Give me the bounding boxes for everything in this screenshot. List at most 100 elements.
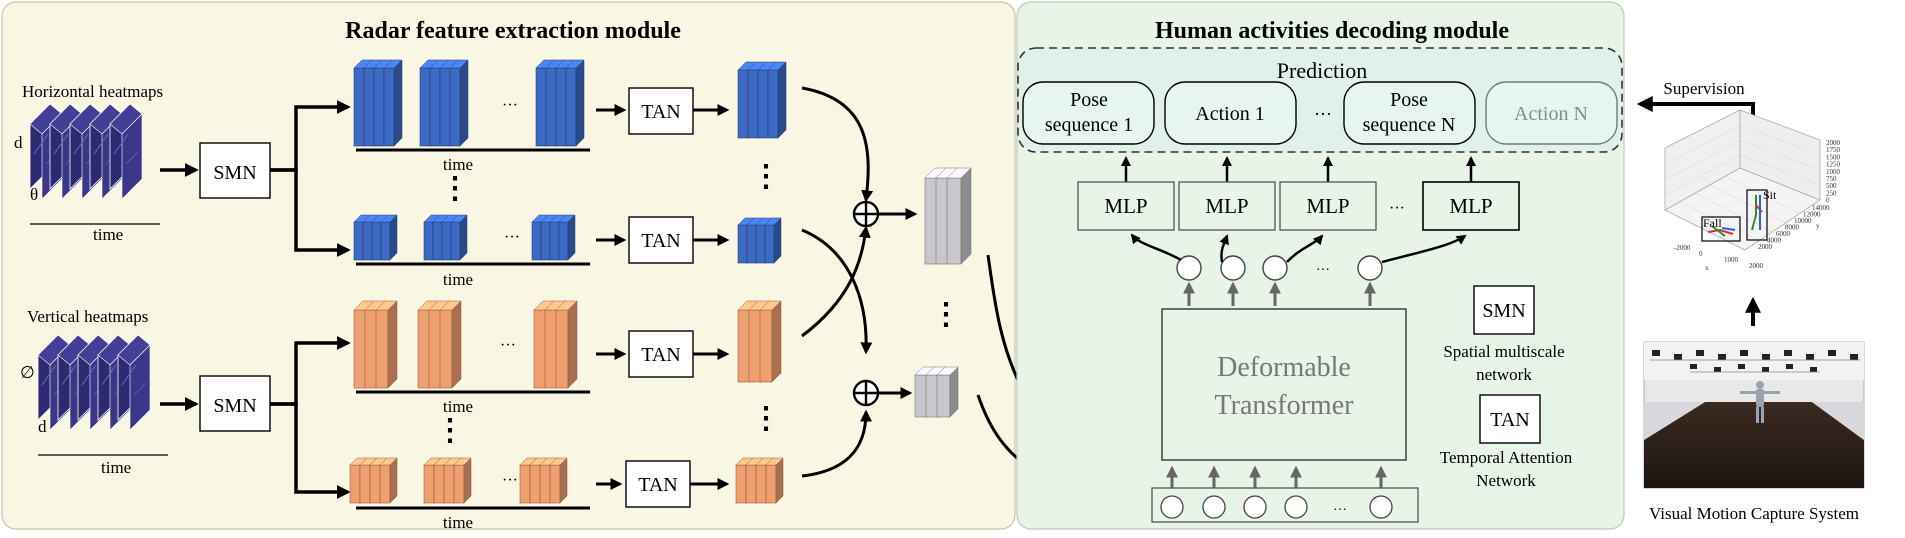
plot-z-tick: 250 [1826, 189, 1837, 197]
feature-map-slab [379, 457, 398, 504]
orange-feature-maps-small [349, 457, 568, 504]
blue-feature-maps-large [353, 59, 585, 147]
plot-y-tick: 8000 [1785, 224, 1800, 232]
prediction-action-n-label: Action N [1514, 103, 1588, 125]
camera [1850, 354, 1858, 360]
tan-label-2: TAN [641, 230, 681, 252]
token-ellipsis: ··· [1333, 503, 1347, 518]
legend-smn-line2: network [1476, 365, 1532, 384]
mlp-box-2: MLP [1178, 181, 1276, 231]
supervision-label: Supervision [1663, 79, 1745, 98]
prediction-action-1: Action 1 [1164, 81, 1297, 145]
legend-smn-abbr: SMN [1482, 300, 1525, 322]
sum-node-vertical [852, 379, 880, 407]
smn-label-horizontal: SMN [213, 162, 256, 184]
camera [1690, 364, 1697, 369]
plot-x-tick: 2000 [1749, 262, 1764, 270]
plot-z-tick: 1750 [1826, 146, 1841, 154]
feature-map-slab [383, 59, 403, 147]
camera [1762, 367, 1769, 372]
mlp-box-3: MLP [1279, 181, 1377, 231]
pose-3d-plot: Sit Fall 2000175015001250100075050025001… [1664, 109, 1841, 272]
sum-node-horizontal [852, 200, 880, 228]
smn-label-vertical: SMN [213, 395, 256, 417]
mlp-box-1: MLP [1077, 181, 1175, 231]
camera [1828, 350, 1836, 356]
feature-map-slab [449, 59, 469, 147]
camera [1738, 364, 1745, 369]
mlp-label-n: MLP [1449, 194, 1492, 218]
blue-feature-maps-small [353, 214, 576, 261]
ellipsis-v2: ··· [502, 472, 518, 489]
plot-x-tick: 0 [1699, 250, 1703, 258]
plot-y-tick: 6000 [1776, 230, 1791, 238]
plot-axis-y: y [1816, 222, 1820, 230]
feature-map-slab [549, 457, 568, 504]
feature-map-slab [555, 300, 578, 389]
plot-y-tick: 14000 [1812, 204, 1830, 212]
plot-z-tick: 1250 [1826, 161, 1841, 169]
vdots-5: ⋮ [931, 298, 961, 331]
fused-feature-maps [914, 167, 972, 418]
mlp-box-n: MLP [1422, 181, 1520, 231]
prediction-pose-seq-1: Pose sequence 1 [1022, 81, 1155, 145]
orange-feature-maps-large [353, 300, 578, 389]
tan-box-1: TAN [628, 87, 694, 135]
plot-y-tick: 10000 [1794, 217, 1812, 225]
feature-map-slab [764, 217, 782, 264]
heatmap-frame [117, 334, 151, 431]
vertical-axis-d: d [38, 417, 47, 436]
vdots-2: ⋮ [435, 414, 465, 447]
feature-map-slab [765, 457, 784, 504]
legend-smn-line1: Spatial multiscale [1443, 342, 1564, 361]
feature-map-slab [565, 59, 585, 147]
camera [1784, 350, 1792, 356]
legend-tan-line1: Temporal Attention [1440, 448, 1573, 467]
tan-output-maps [735, 61, 787, 504]
transformer-line1: Deformable [1217, 352, 1351, 383]
camera [1762, 354, 1770, 360]
horizontal-heatmaps-label: Horizontal heatmaps [22, 82, 163, 101]
radar-module-title: Radar feature extraction module [345, 18, 681, 44]
camera [1714, 367, 1721, 372]
feature-map-slab [439, 300, 462, 389]
prediction-pose-seq-n-line2: sequence N [1363, 114, 1456, 136]
legend-tan-line2: Network [1476, 471, 1536, 490]
camera [1652, 350, 1660, 356]
feature-map-slab [450, 214, 468, 261]
time-label-1: time [443, 155, 473, 174]
mlp-label-3: MLP [1306, 194, 1349, 218]
capture-subject [1740, 381, 1780, 423]
camera-rig [1650, 350, 1860, 373]
feature-map-slab [375, 300, 398, 389]
feature-map-slab [453, 457, 472, 504]
prediction-action-1-label: Action 1 [1195, 103, 1264, 125]
time-label-3: time [443, 397, 473, 416]
camera [1806, 354, 1814, 360]
plot-x-tick: 1000 [1724, 256, 1739, 264]
camera [1810, 367, 1817, 372]
horizontal-axis-theta: θ [30, 185, 38, 204]
legend-tan: TAN Temporal Attention Network [1440, 394, 1573, 490]
transformer-line2: Transformer [1215, 390, 1355, 421]
mlp-label-2: MLP [1205, 194, 1248, 218]
plot-y-tick: 12000 [1803, 211, 1821, 219]
smn-box-horizontal: SMN [199, 142, 271, 199]
plot-z-tick: 0 [1826, 197, 1830, 205]
input-token-row [1151, 487, 1419, 523]
mlp-label-1: MLP [1104, 194, 1147, 218]
feature-map-slab [558, 214, 576, 261]
deformable-transformer: Deformable Transformer [1161, 308, 1407, 461]
vertical-axis-phi: ∅ [20, 363, 35, 382]
feature-map-slab [936, 366, 959, 418]
motion-capture-room [1643, 341, 1865, 489]
time-label-2: time [443, 270, 473, 289]
feature-map-slab [767, 61, 787, 139]
horizontal-axis-d: d [14, 133, 23, 152]
camera [1674, 354, 1682, 360]
tan-label-1: TAN [641, 101, 681, 123]
prediction-pose-seq-1-line2: sequence 1 [1045, 114, 1133, 136]
vdots-1: ⋮ [440, 172, 470, 205]
prediction-ellipsis: ··· [1314, 104, 1332, 124]
